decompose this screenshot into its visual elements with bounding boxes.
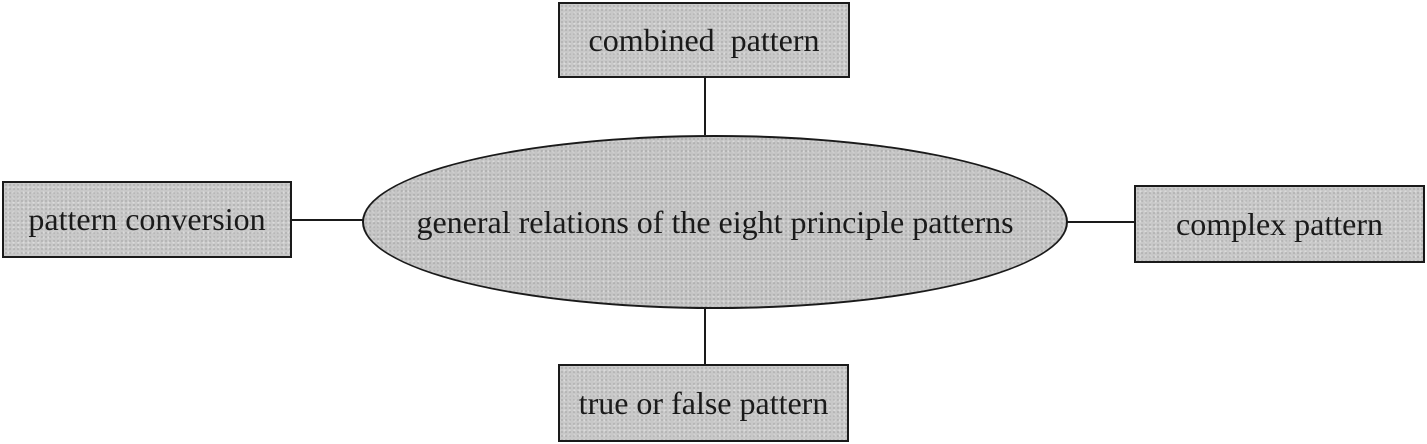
node-combined-pattern: combined pattern	[558, 2, 850, 78]
node-true-or-false-pattern: true or false pattern	[558, 364, 849, 442]
center-label: general relations of the eight principle…	[416, 203, 1014, 240]
node-complex-pattern: complex pattern	[1134, 185, 1425, 263]
node-pattern-conversion: pattern conversion	[2, 181, 292, 258]
node-label: complex pattern	[1175, 205, 1384, 242]
node-label: true or false pattern	[578, 384, 829, 421]
node-label: combined pattern	[588, 21, 820, 58]
node-label: pattern conversion	[28, 201, 266, 237]
center-ellipse: general relations of the eight principle…	[362, 135, 1068, 309]
